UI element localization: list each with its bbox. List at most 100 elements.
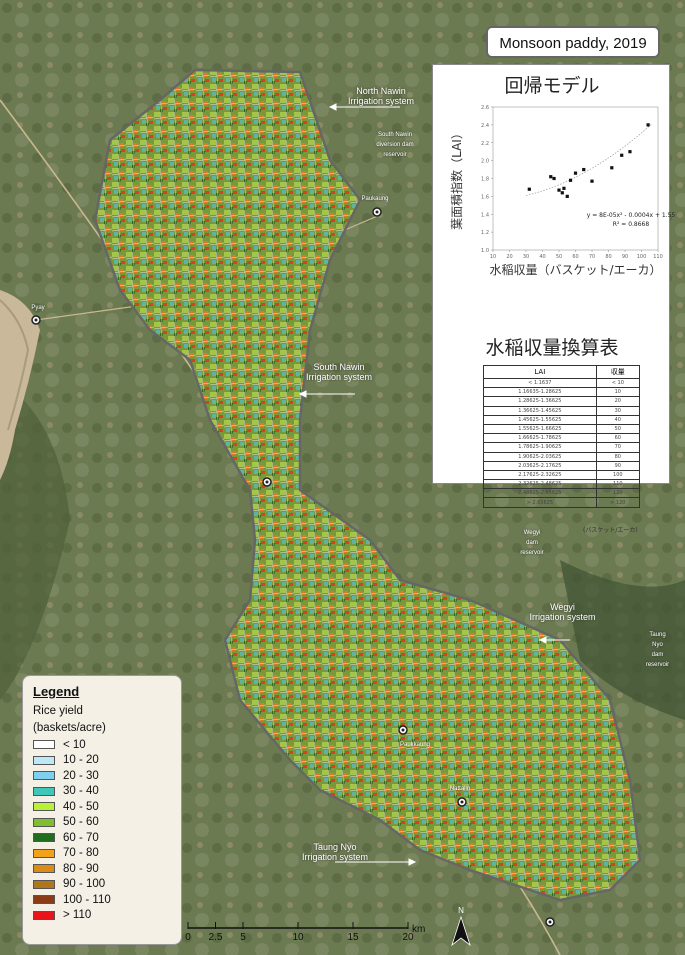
table-cell: 2.32625-2.48625: [483, 479, 597, 490]
label-pyay: Pyay: [31, 305, 45, 311]
x-tick-label: 70: [589, 254, 595, 260]
data-point: [590, 179, 594, 183]
legend-item: 30 - 40: [33, 784, 171, 800]
data-point: [527, 187, 531, 191]
label-paukkaung-town: Paukkaung: [399, 742, 431, 748]
label-nattalin: Nattalin: [449, 786, 471, 792]
legend-item: 70 - 80: [33, 846, 171, 862]
label-wegyi-reservoir: Wegyi dam reservoir: [520, 530, 544, 556]
label-taung-nyo: Taung Nyo Irrigation system: [301, 842, 369, 862]
table-cell: 110: [595, 479, 641, 490]
table-title: 水稲収量換算表: [485, 338, 619, 359]
legend-swatch: [33, 864, 55, 874]
table-cell: > 2.65625: [483, 497, 597, 508]
legend-item: 50 - 60: [33, 815, 171, 831]
legend-label: 10 - 20: [63, 754, 99, 767]
legend-swatch: [33, 817, 55, 827]
table-cell: 40: [595, 414, 641, 425]
y-tick-label: 2.4: [481, 123, 489, 129]
data-point: [562, 186, 566, 190]
town-markers: [31, 207, 555, 927]
legend-label: 60 - 70: [63, 831, 99, 844]
table-note: (バスケット/エーカ): [583, 527, 638, 534]
legend-swatch: [33, 740, 55, 750]
label-south-nawin-reservoir: South Nawin diversion dam reservoir: [376, 132, 414, 158]
legend-item: 100 - 110: [33, 892, 171, 908]
x-tick-label: 90: [622, 254, 628, 260]
legend-label: 30 - 40: [63, 785, 99, 798]
label-north-nawin: North Nawin Irrigation system: [347, 86, 415, 106]
table-row: < 1.1637< 10: [483, 377, 641, 389]
plot-area: [492, 106, 659, 251]
data-point: [646, 123, 650, 127]
y-tick-label: 1.6: [481, 194, 489, 200]
x-axis-label: 水稲収量（バスケット/エーカ）: [489, 263, 661, 277]
table-cell: 30: [595, 405, 641, 416]
chart-title: 回帰モデル: [504, 76, 600, 97]
y-tick-label: 2.0: [481, 159, 489, 165]
scale-tick-label: 20: [402, 932, 414, 943]
map-title: Monsoon paddy, 2019: [486, 26, 660, 58]
legend-label: 100 - 110: [63, 893, 111, 906]
legend-swatch: [33, 910, 55, 920]
label-taung-nyo-reservoir: Taung Nyo dam reservoir: [645, 632, 670, 668]
legend-item: 90 - 100: [33, 877, 171, 893]
label-paukaung: Paukaung: [361, 196, 389, 202]
data-point: [557, 188, 561, 192]
table-cell: 90: [595, 460, 641, 471]
table-cell: 10: [595, 387, 641, 398]
legend-item: 80 - 90: [33, 861, 171, 877]
legend-label: 50 - 60: [63, 816, 99, 829]
table-header-lai: LAI: [483, 365, 597, 379]
legend-label: 20 - 30: [63, 769, 99, 782]
table-cell: 2.03625-2.17625: [483, 460, 597, 471]
table-cell: 1.16635-1.28625: [483, 387, 597, 398]
table-cell: 1.90625-2.03625: [483, 451, 597, 462]
data-point: [610, 166, 614, 170]
data-point: [582, 167, 586, 172]
table-cell: 1.66625-1.78625: [483, 433, 597, 444]
x-tick-label: 50: [556, 254, 562, 260]
regression-r2: R² = 0.8668: [613, 221, 650, 228]
legend-swatch: [33, 755, 55, 765]
legend-swatch: [33, 833, 55, 843]
legend-swatch: [33, 895, 55, 905]
table-cell: 1.36625-1.45625: [483, 405, 597, 416]
scale-tick-label: 5: [240, 932, 246, 943]
table-cell: < 1.1637: [483, 377, 597, 389]
label-wegyi: Wegyi Irrigation system: [529, 602, 596, 622]
legend-item: 10 - 20: [33, 753, 171, 769]
data-point: [628, 150, 632, 154]
north-arrow-icon: N: [451, 906, 471, 947]
legend-swatch: [33, 802, 55, 812]
legend-title: Legend: [33, 684, 80, 699]
y-axis-label: 葉面積指数（LAI）: [449, 127, 464, 230]
table-cell: < 10: [595, 377, 641, 389]
table-cell: 1.78625-1.90625: [483, 442, 597, 453]
x-tick-label: 80: [605, 254, 611, 260]
data-point: [573, 171, 578, 175]
table-cell: 100: [595, 469, 641, 481]
legend-swatch: [33, 786, 55, 796]
data-point: [560, 191, 564, 195]
legend-swatch: [33, 848, 55, 858]
table-cell: 50: [595, 423, 641, 435]
x-tick-label: 30: [523, 254, 529, 260]
x-tick-label: 40: [539, 254, 545, 260]
legend-item: 40 - 50: [33, 799, 171, 815]
table-cell: 120: [595, 488, 641, 499]
table-cell: 20: [595, 396, 641, 407]
north-label: N: [458, 906, 464, 915]
